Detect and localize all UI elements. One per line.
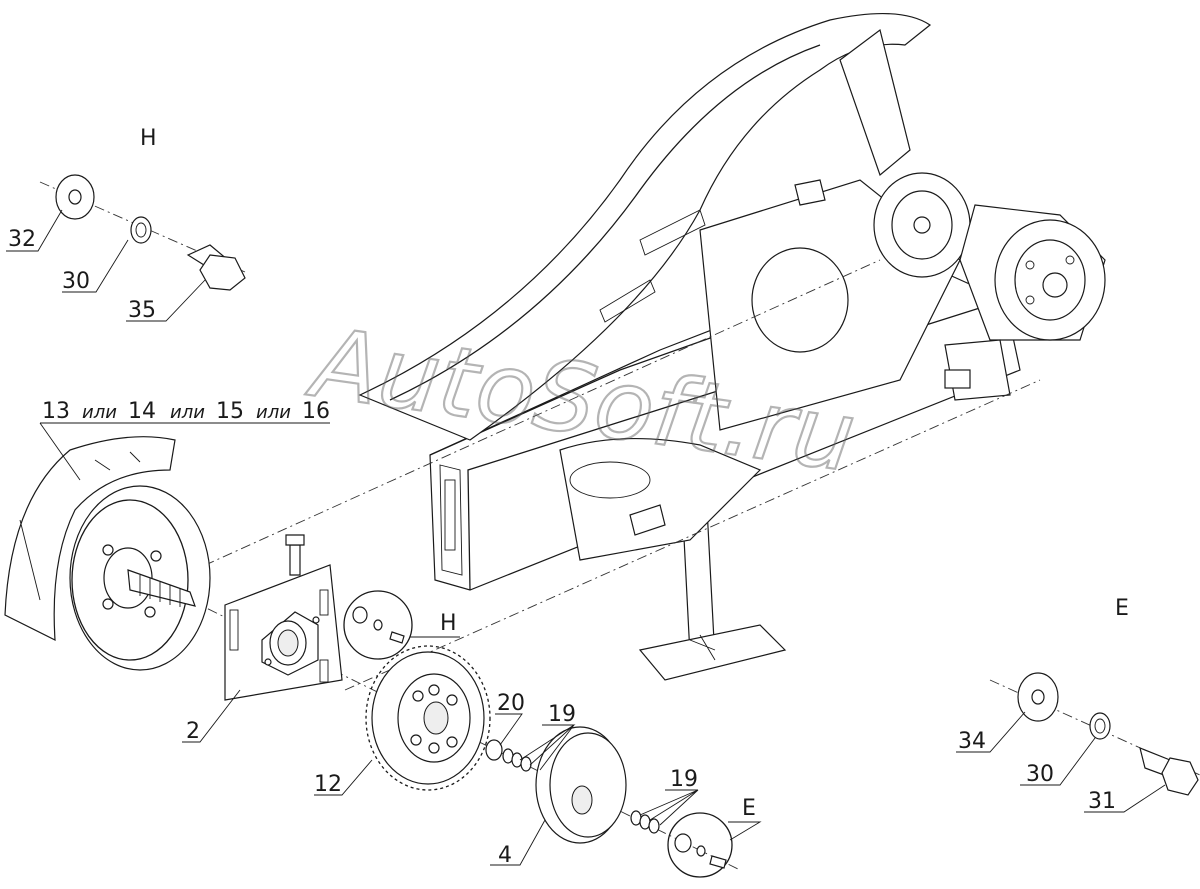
callout-14: 14 [128,399,156,424]
callout-16: 16 [302,399,330,424]
detail-circle-e [667,812,733,878]
pulley [485,726,660,844]
callout-19-upper: 19 [548,702,576,727]
callout-12: 12 [314,772,342,797]
callout-15: 15 [216,399,244,424]
detail-circle-h [343,590,413,660]
callout-19-lower: 19 [670,767,698,792]
callout-h-label: Н [440,611,457,636]
callout-32: 32 [8,227,36,252]
view-h-parts [55,174,246,291]
callout-31: 31 [1088,789,1116,814]
bearing-plate [224,534,343,701]
callout-2: 2 [186,719,200,744]
callout-4: 4 [498,843,512,868]
callout-35: 35 [128,298,156,323]
callout-or-1: или [82,402,117,423]
rotor-drum [4,436,211,671]
callout-34: 34 [958,729,986,754]
leader-lines [6,209,1166,866]
callout-e-label: Е [742,796,756,821]
callout-or-2: или [170,402,205,423]
callout-20: 20 [497,691,525,716]
callout-or-3: или [256,402,291,423]
callout-30-h: 30 [62,269,90,294]
view-e-parts [1017,672,1199,796]
callout-30-e: 30 [1026,762,1054,787]
callout-13: 13 [42,399,70,424]
sprocket [365,645,491,791]
view-h-title: Н [140,126,157,151]
view-e-title: Е [1115,596,1129,621]
machine-frame [358,12,1106,681]
